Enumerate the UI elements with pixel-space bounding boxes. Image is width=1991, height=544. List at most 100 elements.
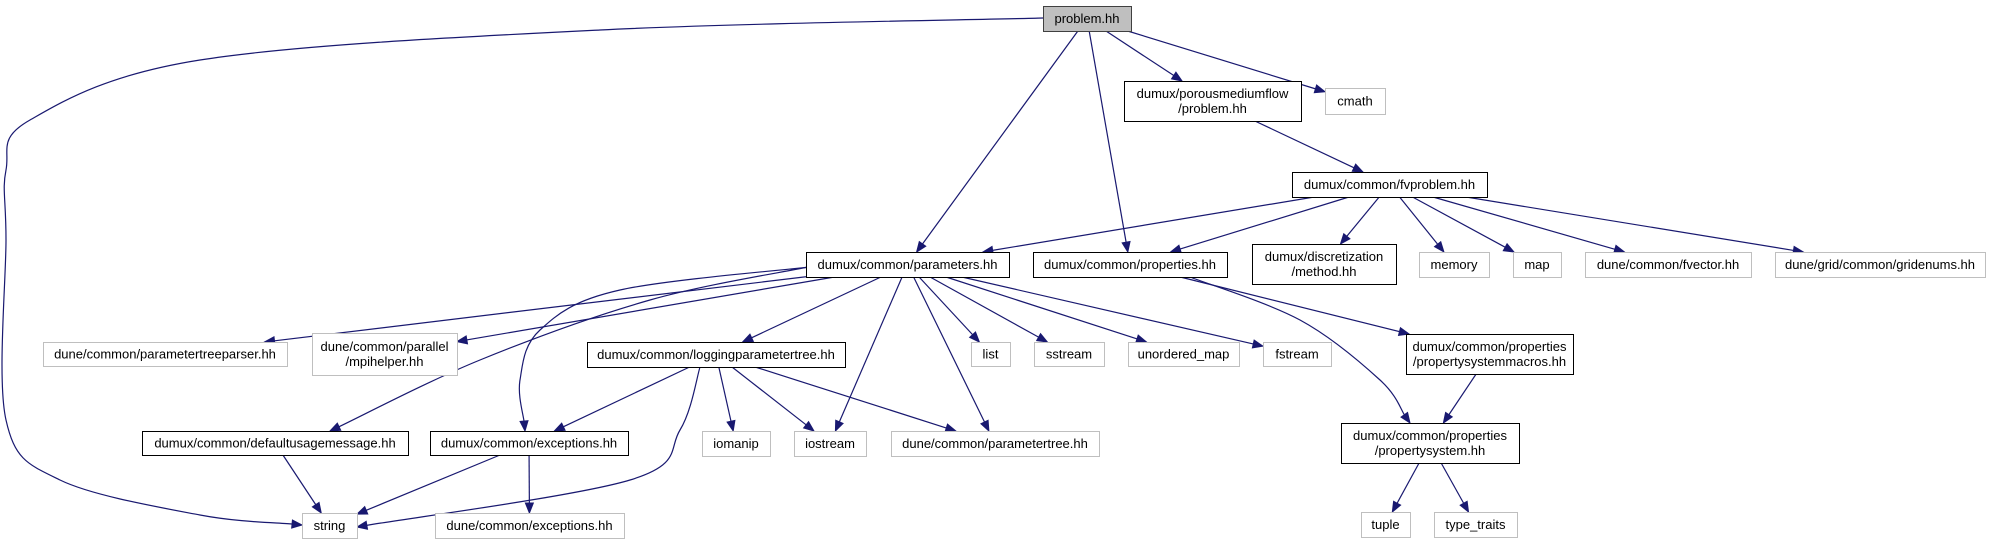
node-box[interactable]: [1292, 172, 1488, 198]
node-problem-hh[interactable]: problem.hh: [1043, 6, 1132, 32]
edge-line: [929, 276, 1040, 339]
node-dune-common-parametertree-hh: dune/common/parametertree.hh: [891, 431, 1100, 457]
node-box: [1325, 88, 1386, 115]
node-box[interactable]: [587, 342, 846, 368]
node-label: /problem.hh: [1178, 101, 1247, 116]
node-label: dumux/discretization: [1265, 249, 1384, 264]
edge-line: [731, 366, 808, 426]
node-dumux-common-loggingparametertree-hh[interactable]: dumux/common/loggingparametertree.hh: [587, 342, 846, 368]
node-dumux-common-properties-propertysystem-hh[interactable]: dumux/common/properties/propertysystem.h…: [1341, 423, 1520, 464]
node-dumux-common-parameters-hh[interactable]: dumux/common/parameters.hh: [806, 252, 1010, 278]
node-box[interactable]: [1406, 334, 1574, 375]
edge-line: [945, 276, 1139, 340]
edge-parameters-to-sstream: [929, 276, 1049, 343]
edge-propertysystem-to-tuple: [1391, 462, 1420, 514]
arrowhead-icon: [1313, 84, 1327, 94]
edge-fvproblem-to-properties: [1169, 196, 1350, 254]
node-box[interactable]: [1252, 244, 1397, 285]
arrowhead-icon: [1442, 411, 1454, 425]
edge-propertysystem-to-type-traits: [1440, 462, 1470, 514]
node-box: [1034, 342, 1105, 367]
node-label: dune/grid/common/gridenums.hh: [1785, 257, 1975, 272]
node-dumux-porousmediumflow-problem-hh[interactable]: dumux/porousmediumflow/problem.hh: [1124, 81, 1302, 122]
edge-line: [991, 196, 1315, 252]
node-box: [1434, 512, 1518, 538]
edge-dumux-exceptions-to-dune-exceptions: [524, 454, 535, 515]
node-label: dumux/common/properties: [1413, 339, 1567, 354]
node-box[interactable]: [142, 431, 409, 456]
node-dumux-common-fvproblem-hh[interactable]: dumux/common/fvproblem.hh: [1292, 172, 1488, 198]
node-label: dune/common/parametertreeparser.hh: [54, 347, 276, 362]
node-label: unordered_map: [1138, 347, 1230, 362]
edge-line: [1189, 276, 1406, 416]
arrowhead-icon: [1433, 240, 1445, 254]
node-dumux-discretization-method-hh[interactable]: dumux/discretization/method.hh: [1252, 244, 1397, 285]
edge-line: [1345, 196, 1380, 238]
node-label: map: [1524, 257, 1549, 272]
node-dumux-common-defaultusagemessage-hh[interactable]: dumux/common/defaultusagemessage.hh: [142, 431, 409, 456]
node-dumux-common-properties-hh[interactable]: dumux/common/properties.hh: [1033, 252, 1228, 278]
edge-line: [1466, 196, 1795, 252]
arrowhead-icon: [1400, 411, 1411, 425]
node-box[interactable]: [1124, 81, 1302, 122]
edge-line: [1399, 196, 1439, 246]
edge-line: [1178, 196, 1350, 250]
node-label: dune/common/exceptions.hh: [446, 518, 612, 533]
arrowhead-icon: [328, 422, 342, 432]
edge-line: [1440, 462, 1465, 505]
node-label: type_traits: [1446, 517, 1506, 532]
node-box[interactable]: [806, 252, 1010, 278]
node-iomanip: iomanip: [702, 431, 771, 457]
node-list: list: [971, 342, 1011, 367]
node-box[interactable]: [1341, 423, 1520, 464]
node-box: [312, 333, 458, 376]
edge-line: [1396, 462, 1420, 505]
edge-line: [1127, 30, 1317, 90]
node-box[interactable]: [1033, 252, 1228, 278]
node-label: string: [314, 518, 346, 533]
node-box[interactable]: [1043, 6, 1132, 32]
nodes-layer: problem.hh dumux/porousmediumflow/problem…: [43, 6, 1986, 539]
node-box: [1775, 252, 1986, 278]
edge-defaultusage-to-string: [282, 454, 322, 515]
edge-problem-to-cmath: [1127, 30, 1327, 94]
arrowhead-icon: [519, 420, 529, 433]
edge-problem-to-parameters: [915, 30, 1079, 254]
node-memory: memory: [1419, 252, 1490, 278]
node-box: [971, 342, 1011, 367]
node-dune-grid-common-gridenums-hh: dune/grid/common/gridenums.hh: [1775, 252, 1986, 278]
edge-fvproblem-to-map: [1412, 196, 1516, 253]
node-dumux-common-exceptions-hh[interactable]: dumux/common/exceptions.hh: [430, 431, 629, 456]
edge-line: [1432, 196, 1616, 251]
node-dune-common-parametertreeparser-hh: dune/common/parametertreeparser.hh: [43, 342, 288, 367]
node-label: dumux/common/properties: [1353, 428, 1507, 443]
arrowhead-icon: [915, 240, 927, 254]
edge-parameters-to-iostream: [834, 276, 903, 433]
arrowhead-icon: [355, 520, 369, 530]
edge-line: [755, 366, 948, 429]
node-box[interactable]: [430, 431, 629, 456]
node-string: string: [302, 513, 358, 539]
edge-line: [918, 276, 974, 336]
node-label: dumux/common/properties.hh: [1044, 257, 1216, 272]
node-label: /propertysystemmacros.hh: [1413, 354, 1566, 369]
edge-logging-to-iomanip: [718, 366, 736, 433]
edge-line: [1447, 373, 1477, 416]
node-label: iostream: [805, 436, 855, 451]
arrowhead-icon: [944, 423, 958, 433]
edge-line: [913, 276, 986, 424]
edge-parameters-to-fstream: [961, 276, 1265, 349]
node-cmath: cmath: [1325, 88, 1386, 115]
edge-line: [750, 276, 882, 339]
node-label: dune/common/parallel: [321, 339, 449, 354]
edge-parameters-to-ptree: [913, 276, 990, 433]
arrowhead-icon: [802, 420, 816, 432]
node-box: [1513, 252, 1562, 278]
node-dumux-common-properties-propertysystemmacros-hh[interactable]: dumux/common/properties/propertysystemma…: [1406, 334, 1574, 375]
edge-logging-to-string: [355, 366, 701, 530]
node-dune-common-exceptions-hh: dune/common/exceptions.hh: [435, 513, 625, 539]
edge-logging-to-iostream: [731, 366, 816, 432]
edge-psmacros-to-propertysystem: [1442, 373, 1477, 425]
node-label: dumux/common/parameters.hh: [818, 257, 998, 272]
edge-line: [365, 454, 501, 512]
